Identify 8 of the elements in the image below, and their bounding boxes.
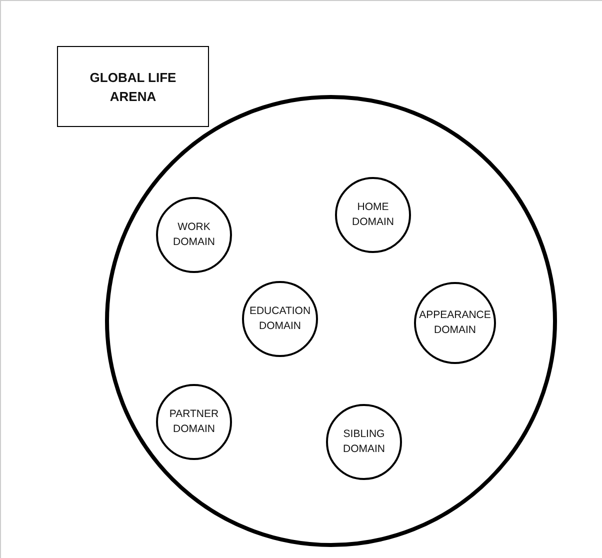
domain-label: PARTNER DOMAIN [168,407,220,437]
domain-label: SIBLING DOMAIN [342,427,386,457]
domain-label: EDUCATION DOMAIN [248,304,312,334]
title-text: GLOBAL LIFE ARENA [88,68,178,106]
domain-label: HOME DOMAIN [351,200,395,230]
title-box [57,46,209,127]
domain-label: APPEARANCE DOMAIN [418,308,492,338]
domain-label: WORK DOMAIN [172,220,216,250]
